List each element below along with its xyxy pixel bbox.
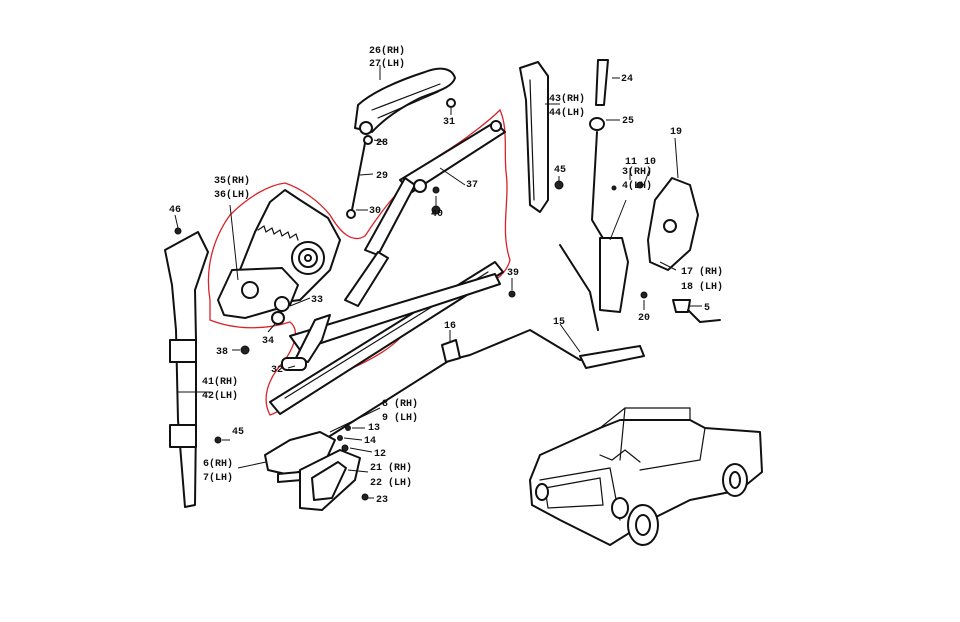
label-34: 34 <box>262 336 274 347</box>
label-24: 24 <box>621 74 633 85</box>
label-14: 14 <box>364 436 376 447</box>
label-25: 25 <box>622 116 634 127</box>
escutcheon-21-22 <box>299 449 361 511</box>
bolt-31 <box>446 98 456 108</box>
lock-knob-24 <box>589 59 609 131</box>
label-23: 23 <box>376 495 388 506</box>
label-8: 8 (RH) <box>382 398 418 410</box>
label-32: 32 <box>271 365 283 376</box>
label-16: 16 <box>444 321 456 332</box>
rod-holder-15 <box>579 345 645 369</box>
bolt-12 <box>341 444 349 452</box>
label-40: 40 <box>431 209 443 220</box>
rod-29 <box>346 137 367 219</box>
label-29: 29 <box>376 171 388 182</box>
label-43: 43(RH) <box>549 93 585 105</box>
bolt-45-upper <box>554 180 564 190</box>
label-17: 17 (RH) <box>681 266 723 278</box>
label-11: 11 <box>625 157 637 168</box>
label-12: 12 <box>374 449 386 460</box>
label-9: 9 (LH) <box>382 412 418 424</box>
label-7: 7(LH) <box>203 472 233 484</box>
label-41: 41(RH) <box>202 376 238 388</box>
label-35: 35(RH) <box>214 175 250 187</box>
label-30: 30 <box>369 206 381 217</box>
lower-guide-rail <box>269 261 504 415</box>
label-20: 20 <box>638 313 650 324</box>
label-33: 33 <box>311 295 323 306</box>
label-4: 4(LH) <box>622 180 652 192</box>
label-45-lower: 45 <box>232 427 244 438</box>
rear-channel-41-42 <box>164 227 209 508</box>
label-6: 6(RH) <box>203 458 233 470</box>
window-crank-32 <box>281 314 331 371</box>
clip-13 <box>345 425 351 431</box>
part-labels: 26(RH) 27(LH) 28 29 30 31 35(RH) 36(LH) … <box>169 45 723 506</box>
label-19: 19 <box>670 127 682 138</box>
label-46: 46 <box>169 205 181 216</box>
label-15: 15 <box>553 317 565 328</box>
door-lock-assembly <box>559 181 644 331</box>
lock-rod <box>591 131 605 241</box>
regulator-highlight-outline <box>207 108 511 416</box>
label-13: 13 <box>368 423 380 434</box>
label-38: 38 <box>216 347 228 358</box>
clip-28 <box>363 135 373 145</box>
label-31: 31 <box>443 117 455 128</box>
label-21: 21 (RH) <box>370 462 412 474</box>
striker-19 <box>647 177 699 271</box>
label-26: 26(RH) <box>369 45 405 57</box>
label-5: 5 <box>704 303 710 314</box>
regulator-arm-37 <box>344 120 506 307</box>
label-36: 36(LH) <box>214 189 250 201</box>
label-44: 44(LH) <box>549 107 585 119</box>
clip-5 <box>672 299 691 313</box>
leader-lines <box>174 65 702 499</box>
label-10: 10 <box>644 157 656 168</box>
label-3: 3(RH) <box>622 166 652 178</box>
bolt-23 <box>361 493 369 501</box>
washer-34 <box>271 311 285 325</box>
label-42: 42(LH) <box>202 390 238 402</box>
label-28: 28 <box>376 138 388 149</box>
label-18: 18 (LH) <box>681 281 723 293</box>
regulator-base-plate <box>217 267 299 319</box>
label-37: 37 <box>466 180 478 191</box>
clip-14 <box>337 435 343 441</box>
truck-illustration <box>529 407 763 546</box>
bolt-39 <box>508 290 516 298</box>
bolt-45-lower <box>214 436 222 444</box>
outside-door-handle <box>354 67 456 135</box>
bolt-20 <box>640 291 648 299</box>
label-45-upper: 45 <box>554 165 566 176</box>
label-39: 39 <box>507 268 519 279</box>
rod-5 <box>687 309 721 323</box>
label-27: 27(LH) <box>369 58 405 70</box>
label-22: 22 (LH) <box>370 477 412 489</box>
rod-clip-16 <box>441 339 461 363</box>
front-channel-43-44 <box>519 61 549 213</box>
bolt-38 <box>240 345 250 355</box>
